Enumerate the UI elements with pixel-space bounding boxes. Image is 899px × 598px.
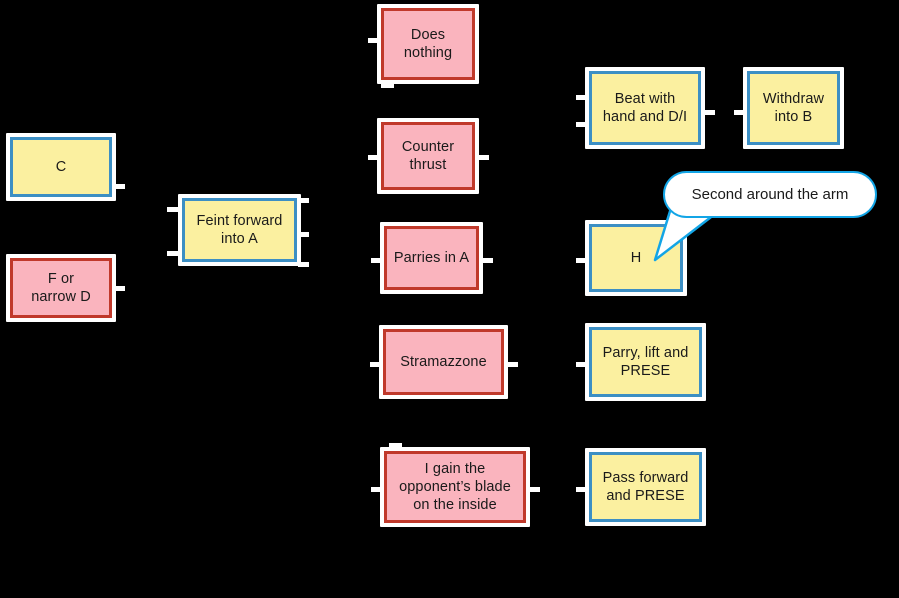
stub-parry-in [576,362,587,367]
stub-stramazzone-out [507,362,518,367]
node-body: H [589,224,683,292]
node-c[interactable]: C [6,133,116,201]
stub-parries-in [371,258,382,263]
stub-pass-in [576,487,587,492]
stub-f-out [114,286,125,291]
stub-beat-out [704,110,715,115]
stub-does-nothing-down [381,83,394,88]
speech-balloon-second-around-arm[interactable]: Second around the arm [663,171,877,218]
node-parries-in-a[interactable]: Parries in A [380,222,483,294]
stub-counter-out [478,155,489,160]
stub-i-gain-up [389,443,402,448]
stub-feint-out-c [298,262,309,267]
node-body: Stramazzone [383,329,504,395]
node-label: C [55,158,67,175]
stub-does-nothing-in [368,38,379,43]
stub-parries-out [482,258,493,263]
stub-c-out [114,184,125,189]
stub-feint-in-top [167,207,179,212]
node-body: Parries in A [384,226,479,290]
node-stramazzone[interactable]: Stramazzone [379,325,508,399]
stub-beat-in [576,95,587,100]
stub-withdraw-in [734,110,745,115]
stub-h-in [576,258,587,263]
node-label: H [630,249,642,266]
node-label: Parries in A [393,249,470,266]
node-h[interactable]: H [585,220,687,296]
stub-feint-out-a [298,198,309,203]
stub-beat-in2 [576,122,587,127]
node-body: C [10,137,112,197]
stub-stramazzone-in [370,362,381,367]
stub-i-gain-out [529,487,540,492]
stub-i-gain-in [371,487,382,492]
stub-feint-out-b [298,232,309,237]
stub-feint-in-bottom [167,251,179,256]
balloon-text: Second around the arm [691,186,849,203]
stub-counter-in [368,155,379,160]
node-label: Stramazzone [400,353,487,370]
